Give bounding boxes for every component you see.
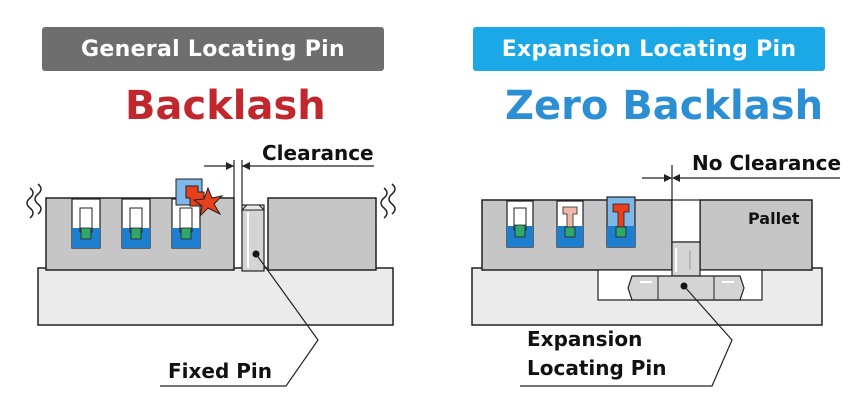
left-vibration-icon xyxy=(26,183,42,219)
fixed-pin-label: Fixed Pin xyxy=(168,359,273,383)
clearance-dimension xyxy=(204,160,374,205)
expansion-locating-pin-badge: Expansion Locating Pin xyxy=(473,27,825,71)
right-clamp-3 xyxy=(606,196,636,248)
left-pallet-right-section xyxy=(267,197,377,271)
left-clamp-2 xyxy=(121,198,151,249)
expansion-pin-label-line1: Expansion xyxy=(527,327,643,351)
left-clamp-1 xyxy=(71,198,101,249)
impact-burst-icon xyxy=(192,186,224,218)
left-clamp-3 xyxy=(171,198,201,249)
zero-backlash-heading: Zero Backlash xyxy=(505,83,824,129)
pallet-label: Pallet xyxy=(748,209,800,228)
general-locating-pin-badge: General Locating Pin xyxy=(42,27,384,71)
backlash-heading: Backlash xyxy=(125,83,326,129)
pin-bore xyxy=(671,199,701,243)
right-clamp-1 xyxy=(506,200,534,248)
left-assembly xyxy=(26,160,396,387)
right-assembly xyxy=(471,165,840,387)
fixed-pin-leader xyxy=(160,253,319,387)
right-vibration-icon xyxy=(380,183,396,219)
no-clearance-dimension xyxy=(642,165,840,200)
no-clearance-label: No Clearance xyxy=(692,151,842,175)
expansion-pin-label-line2: Locating Pin xyxy=(527,356,667,380)
expansion-pin-leader xyxy=(520,285,733,387)
left-base xyxy=(37,267,394,326)
left-fixed-pin xyxy=(240,204,266,272)
clearance-label: Clearance xyxy=(262,141,374,165)
left-displaced-clamp xyxy=(175,178,224,218)
right-clamp-2 xyxy=(556,200,584,248)
